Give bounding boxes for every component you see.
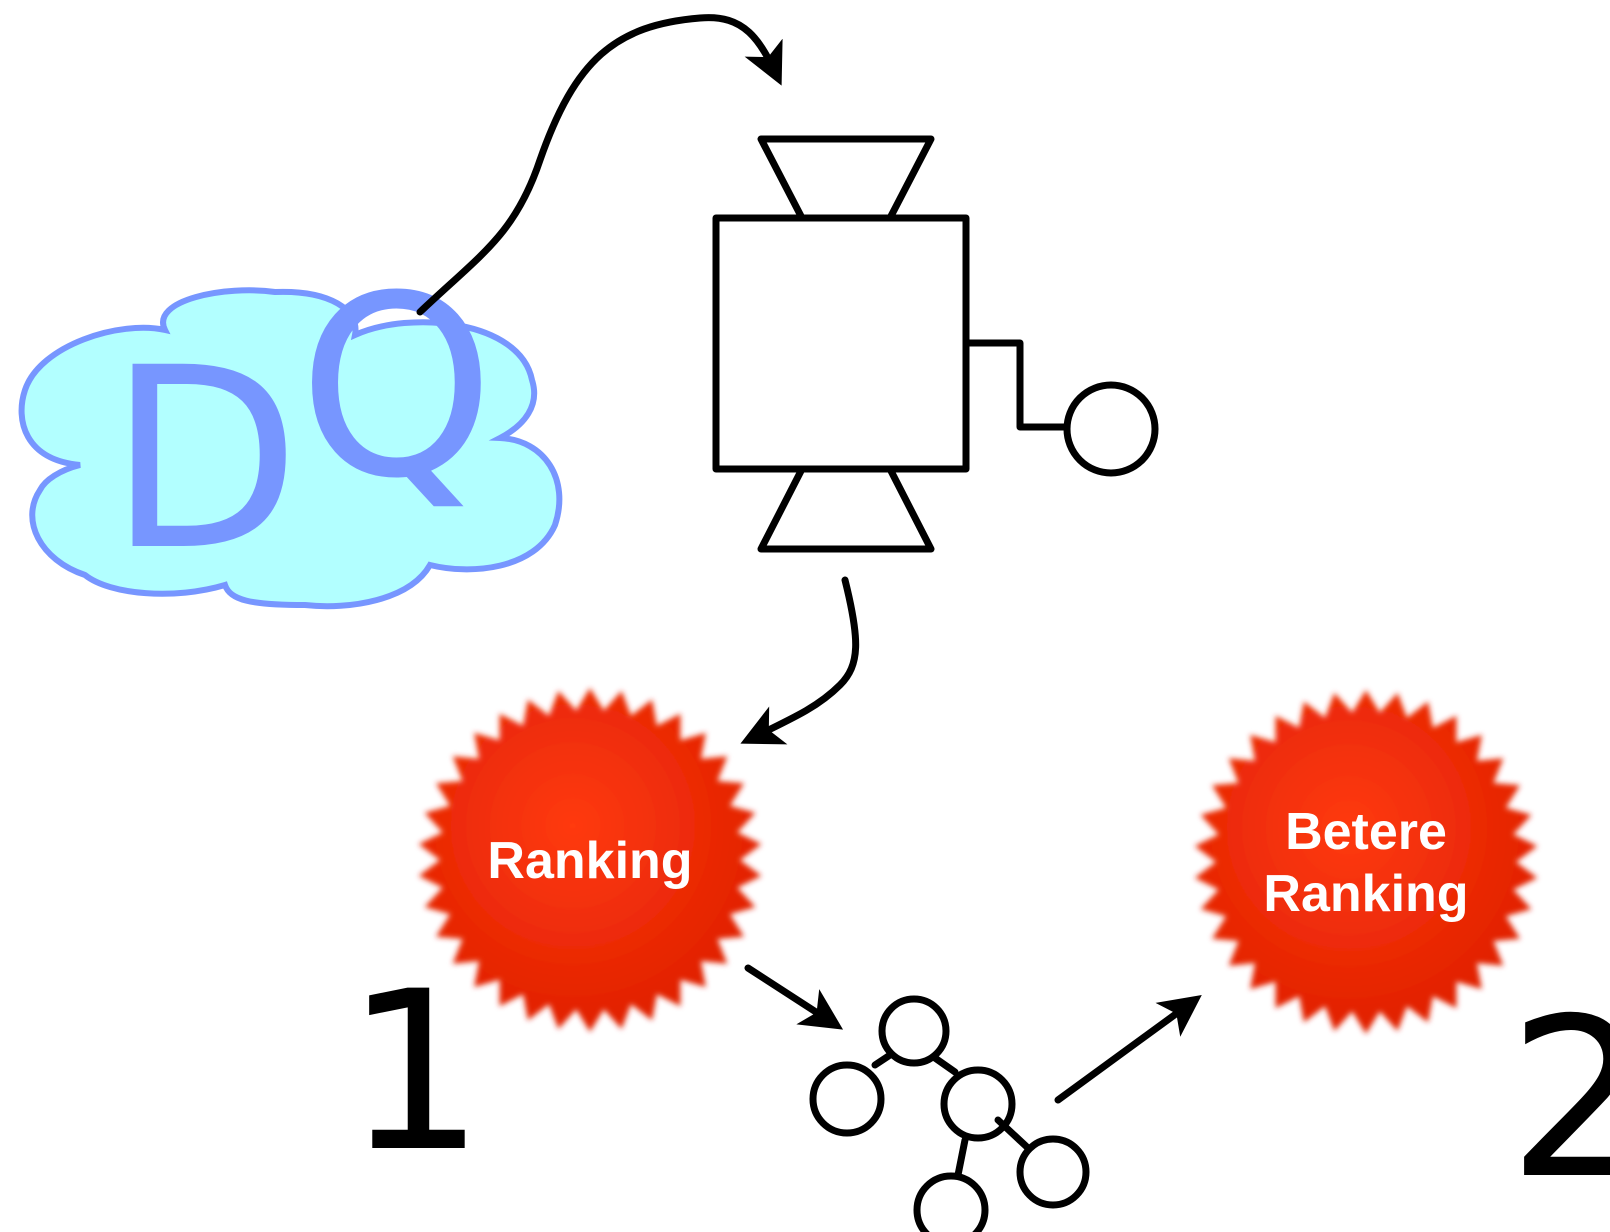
better-ranking-burst-shape (1194, 690, 1538, 1034)
network-node (913, 1172, 989, 1232)
ranking-burst: Ranking (418, 688, 762, 1032)
network-edge (931, 1054, 959, 1076)
satellite-body (712, 214, 970, 473)
step-number-1: 1 (345, 944, 485, 1200)
network-edge (954, 1136, 969, 1179)
arrow-cloud-to-satellite (416, 14, 783, 316)
cloud-letter-q: Q (298, 242, 495, 533)
satellite-antenna-arm (962, 339, 1071, 431)
ranking-burst-shape (418, 688, 762, 1032)
network-icon (809, 995, 1090, 1232)
cloud-letter-d: D (108, 314, 301, 605)
burst-label-line: Betere (1285, 803, 1447, 861)
satellite-lower-panel (757, 465, 935, 553)
arrow-satellite-to-ranking (740, 576, 860, 745)
burst-label-line: Ranking (1263, 865, 1468, 923)
cloud-shape (18, 287, 563, 610)
step-number-2: 2 (1508, 971, 1610, 1227)
network-node (1016, 1135, 1090, 1209)
arrow-network-to-better-ranking (1054, 995, 1202, 1104)
network-node (940, 1066, 1016, 1142)
satellite-upper-panel (757, 135, 935, 222)
network-node (809, 1061, 885, 1137)
burst-label-line: Ranking (487, 832, 692, 890)
network-node (878, 995, 950, 1067)
dq-cloud: D Q (18, 242, 563, 610)
arrow-ranking-to-network (744, 964, 844, 1030)
satellite-icon (712, 135, 1159, 553)
ranking-burst-label: Ranking (487, 832, 692, 890)
network-edge (871, 1051, 894, 1069)
satellite-antenna-dish (1063, 381, 1159, 477)
